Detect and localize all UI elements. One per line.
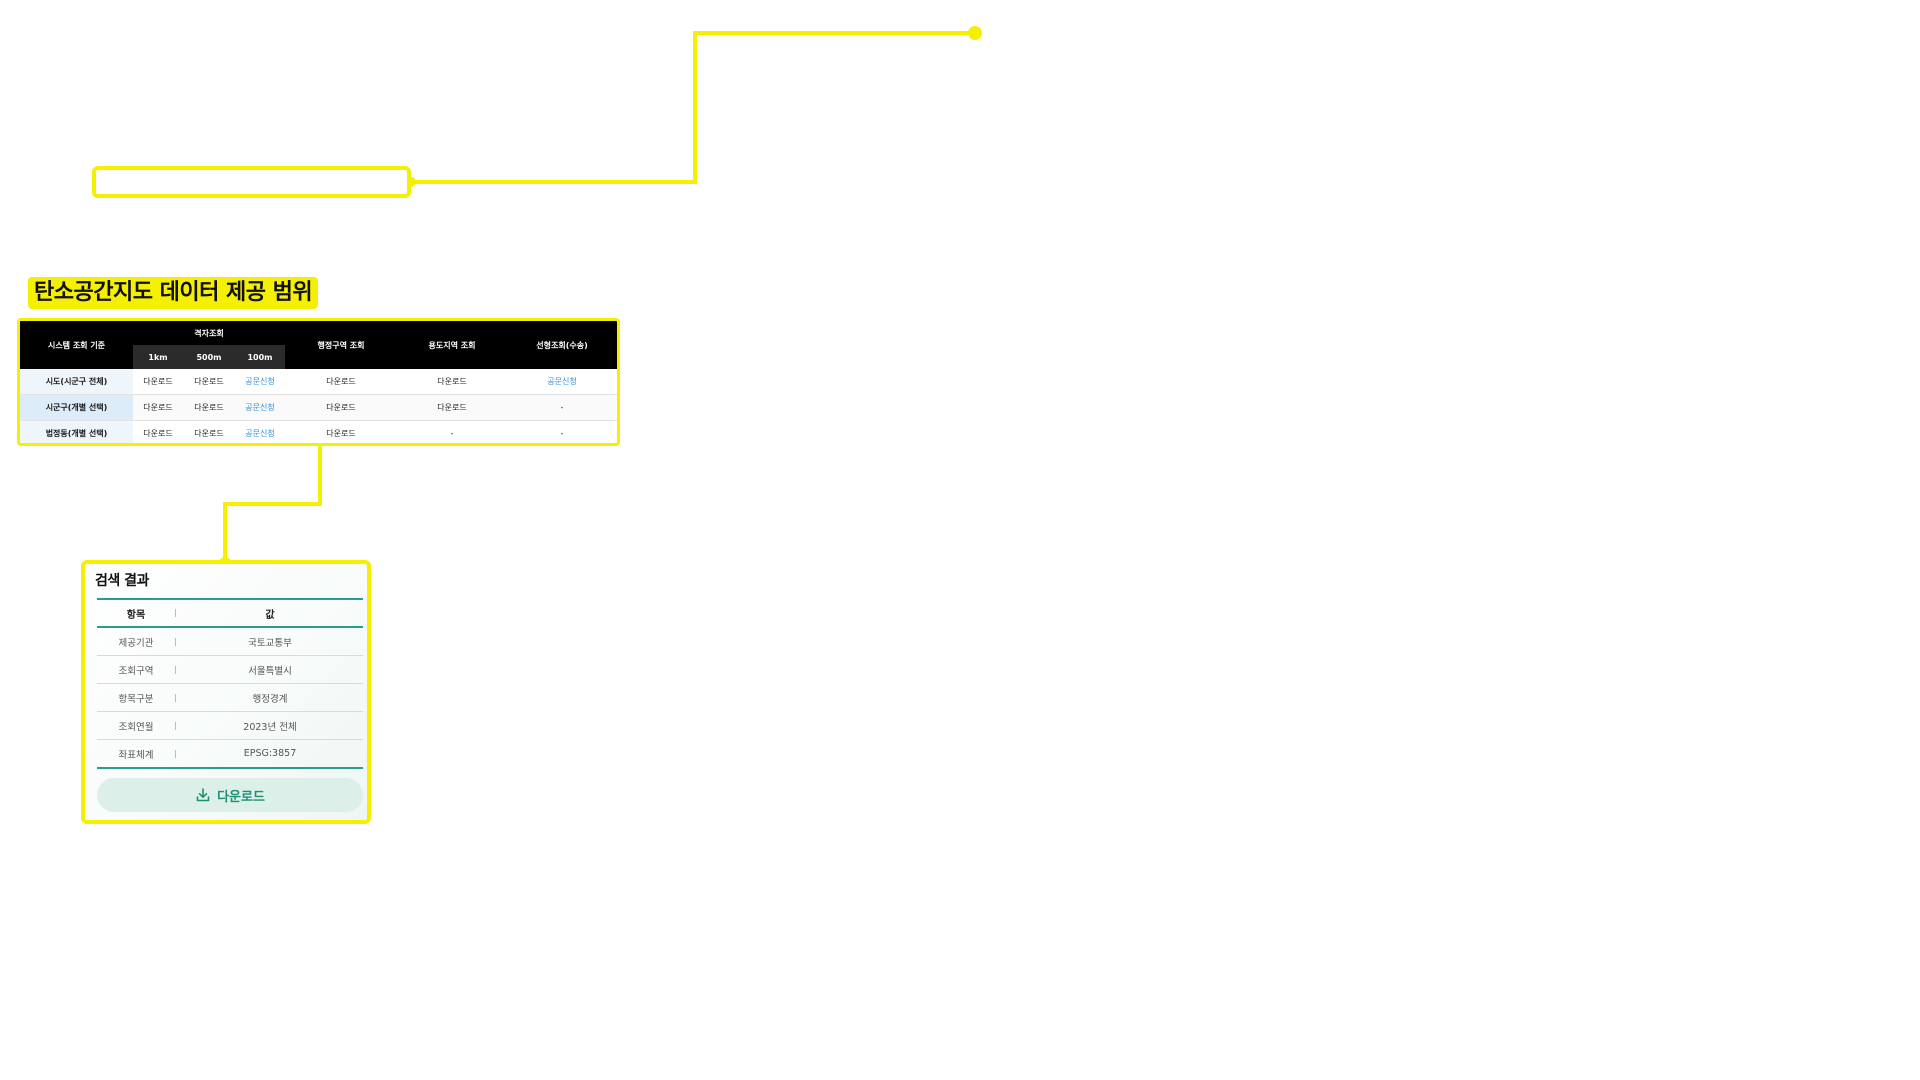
- row-key: 조회구역: [118, 665, 154, 677]
- result-table: 항목 값 제공기관 국토교통부 조회구역 서울특별시 항목구분 행정경계 조회연…: [97, 598, 363, 769]
- column-divider: [175, 749, 176, 758]
- cell-500m-download[interactable]: 다운로드: [194, 403, 224, 412]
- row-value: 2023년 전체: [243, 721, 297, 733]
- header-zoning: 용도지역 조회: [428, 340, 476, 350]
- cell-100m-request[interactable]: 공문신청: [245, 377, 275, 386]
- row-key: 좌표체계: [118, 749, 154, 761]
- header-value: 값: [265, 609, 275, 621]
- connector-top: [411, 31, 975, 184]
- row-value: 서울특별시: [248, 665, 292, 677]
- column-divider: [175, 693, 176, 702]
- download-button[interactable]: 다운로드: [97, 778, 363, 812]
- cell-admin[interactable]: 다운로드: [326, 377, 356, 386]
- table-row: 조회연월 2023년 전체: [97, 712, 363, 740]
- table-row: 시군구(개별 선택) 다운로드 다운로드 공문신청 다운로드 다운로드 -: [20, 395, 617, 421]
- cell-1km-download[interactable]: 다운로드: [143, 429, 173, 438]
- cell-zoning[interactable]: 다운로드: [437, 403, 467, 412]
- row-label: 시군구(개별 선택): [20, 395, 133, 420]
- row-key: 항목구분: [118, 693, 154, 705]
- table-row: 조회구역 서울특별시: [97, 656, 363, 684]
- row-key: 제공기관: [118, 637, 154, 649]
- empty-input-highlight: [92, 166, 411, 198]
- result-title: 검색 결과: [95, 573, 149, 589]
- column-divider: [175, 637, 176, 646]
- table-row: 시도(시군구 전체) 다운로드 다운로드 공문신청 다운로드 다운로드 공문신청: [20, 369, 617, 395]
- cell-100m-request[interactable]: 공문신청: [245, 429, 275, 438]
- cell-zoning: -: [450, 429, 454, 438]
- cell-zoning[interactable]: 다운로드: [437, 377, 467, 386]
- cell-selection[interactable]: 공문신청: [547, 377, 577, 386]
- header-admin: 행정구역 조회: [317, 340, 365, 350]
- table-row: 항목구분 행정경계: [97, 684, 363, 712]
- row-value: 국토교통부: [248, 637, 292, 649]
- connector-top-end-dot: [968, 26, 982, 40]
- table-row: 법정동(개별 선택) 다운로드 다운로드 공문신청 다운로드 - -: [20, 421, 617, 443]
- header-100m: 100m: [247, 352, 273, 362]
- scope-table-header: 시스템 조회 기준 격자조회 1km 500m 100m 행정구역 조회 용도지…: [20, 321, 617, 369]
- header-grid: 격자조회: [194, 328, 224, 338]
- row-value: 행정경계: [252, 693, 288, 705]
- cell-1km-download[interactable]: 다운로드: [143, 377, 173, 386]
- cell-selection: -: [560, 429, 564, 438]
- header-500m: 500m: [196, 352, 222, 362]
- column-divider: [175, 665, 176, 674]
- cell-admin[interactable]: 다운로드: [326, 429, 356, 438]
- table-row: 제공기관 국토교통부: [97, 628, 363, 656]
- table-row: 좌표체계 EPSG:3857: [97, 740, 363, 769]
- column-divider: [175, 721, 176, 730]
- cell-admin[interactable]: 다운로드: [326, 403, 356, 412]
- header-item: 항목: [126, 609, 146, 621]
- header-1km: 1km: [148, 352, 168, 362]
- cell-selection: -: [560, 403, 564, 412]
- section-title: 탄소공간지도 데이터 제공 범위: [28, 277, 319, 309]
- row-key: 조회연월: [118, 721, 154, 733]
- header-selection: 선형조회(수송): [536, 340, 588, 350]
- cell-1km-download[interactable]: 다운로드: [143, 403, 173, 412]
- cell-100m-request[interactable]: 공문신청: [245, 403, 275, 412]
- scope-table: 시스템 조회 기준 격자조회 1km 500m 100m 행정구역 조회 용도지…: [17, 318, 620, 446]
- row-label: 시도(시군구 전체): [20, 369, 133, 394]
- download-icon: [195, 787, 211, 803]
- cell-500m-download[interactable]: 다운로드: [194, 377, 224, 386]
- column-divider: [175, 609, 176, 617]
- grid-subheader-bg: [133, 345, 285, 369]
- result-table-header: 항목 값: [97, 598, 363, 628]
- cell-500m-download[interactable]: 다운로드: [194, 429, 224, 438]
- download-label: 다운로드: [217, 789, 265, 805]
- connector-bottom: [223, 446, 322, 563]
- row-label: 법정동(개별 선택): [20, 421, 133, 443]
- row-value: EPSG:3857: [243, 748, 297, 759]
- search-result-panel: 검색 결과 항목 값 제공기관 국토교통부 조회구역 서울특별시 항목구분 행정…: [81, 560, 371, 824]
- header-criteria: 시스템 조회 기준: [47, 340, 106, 350]
